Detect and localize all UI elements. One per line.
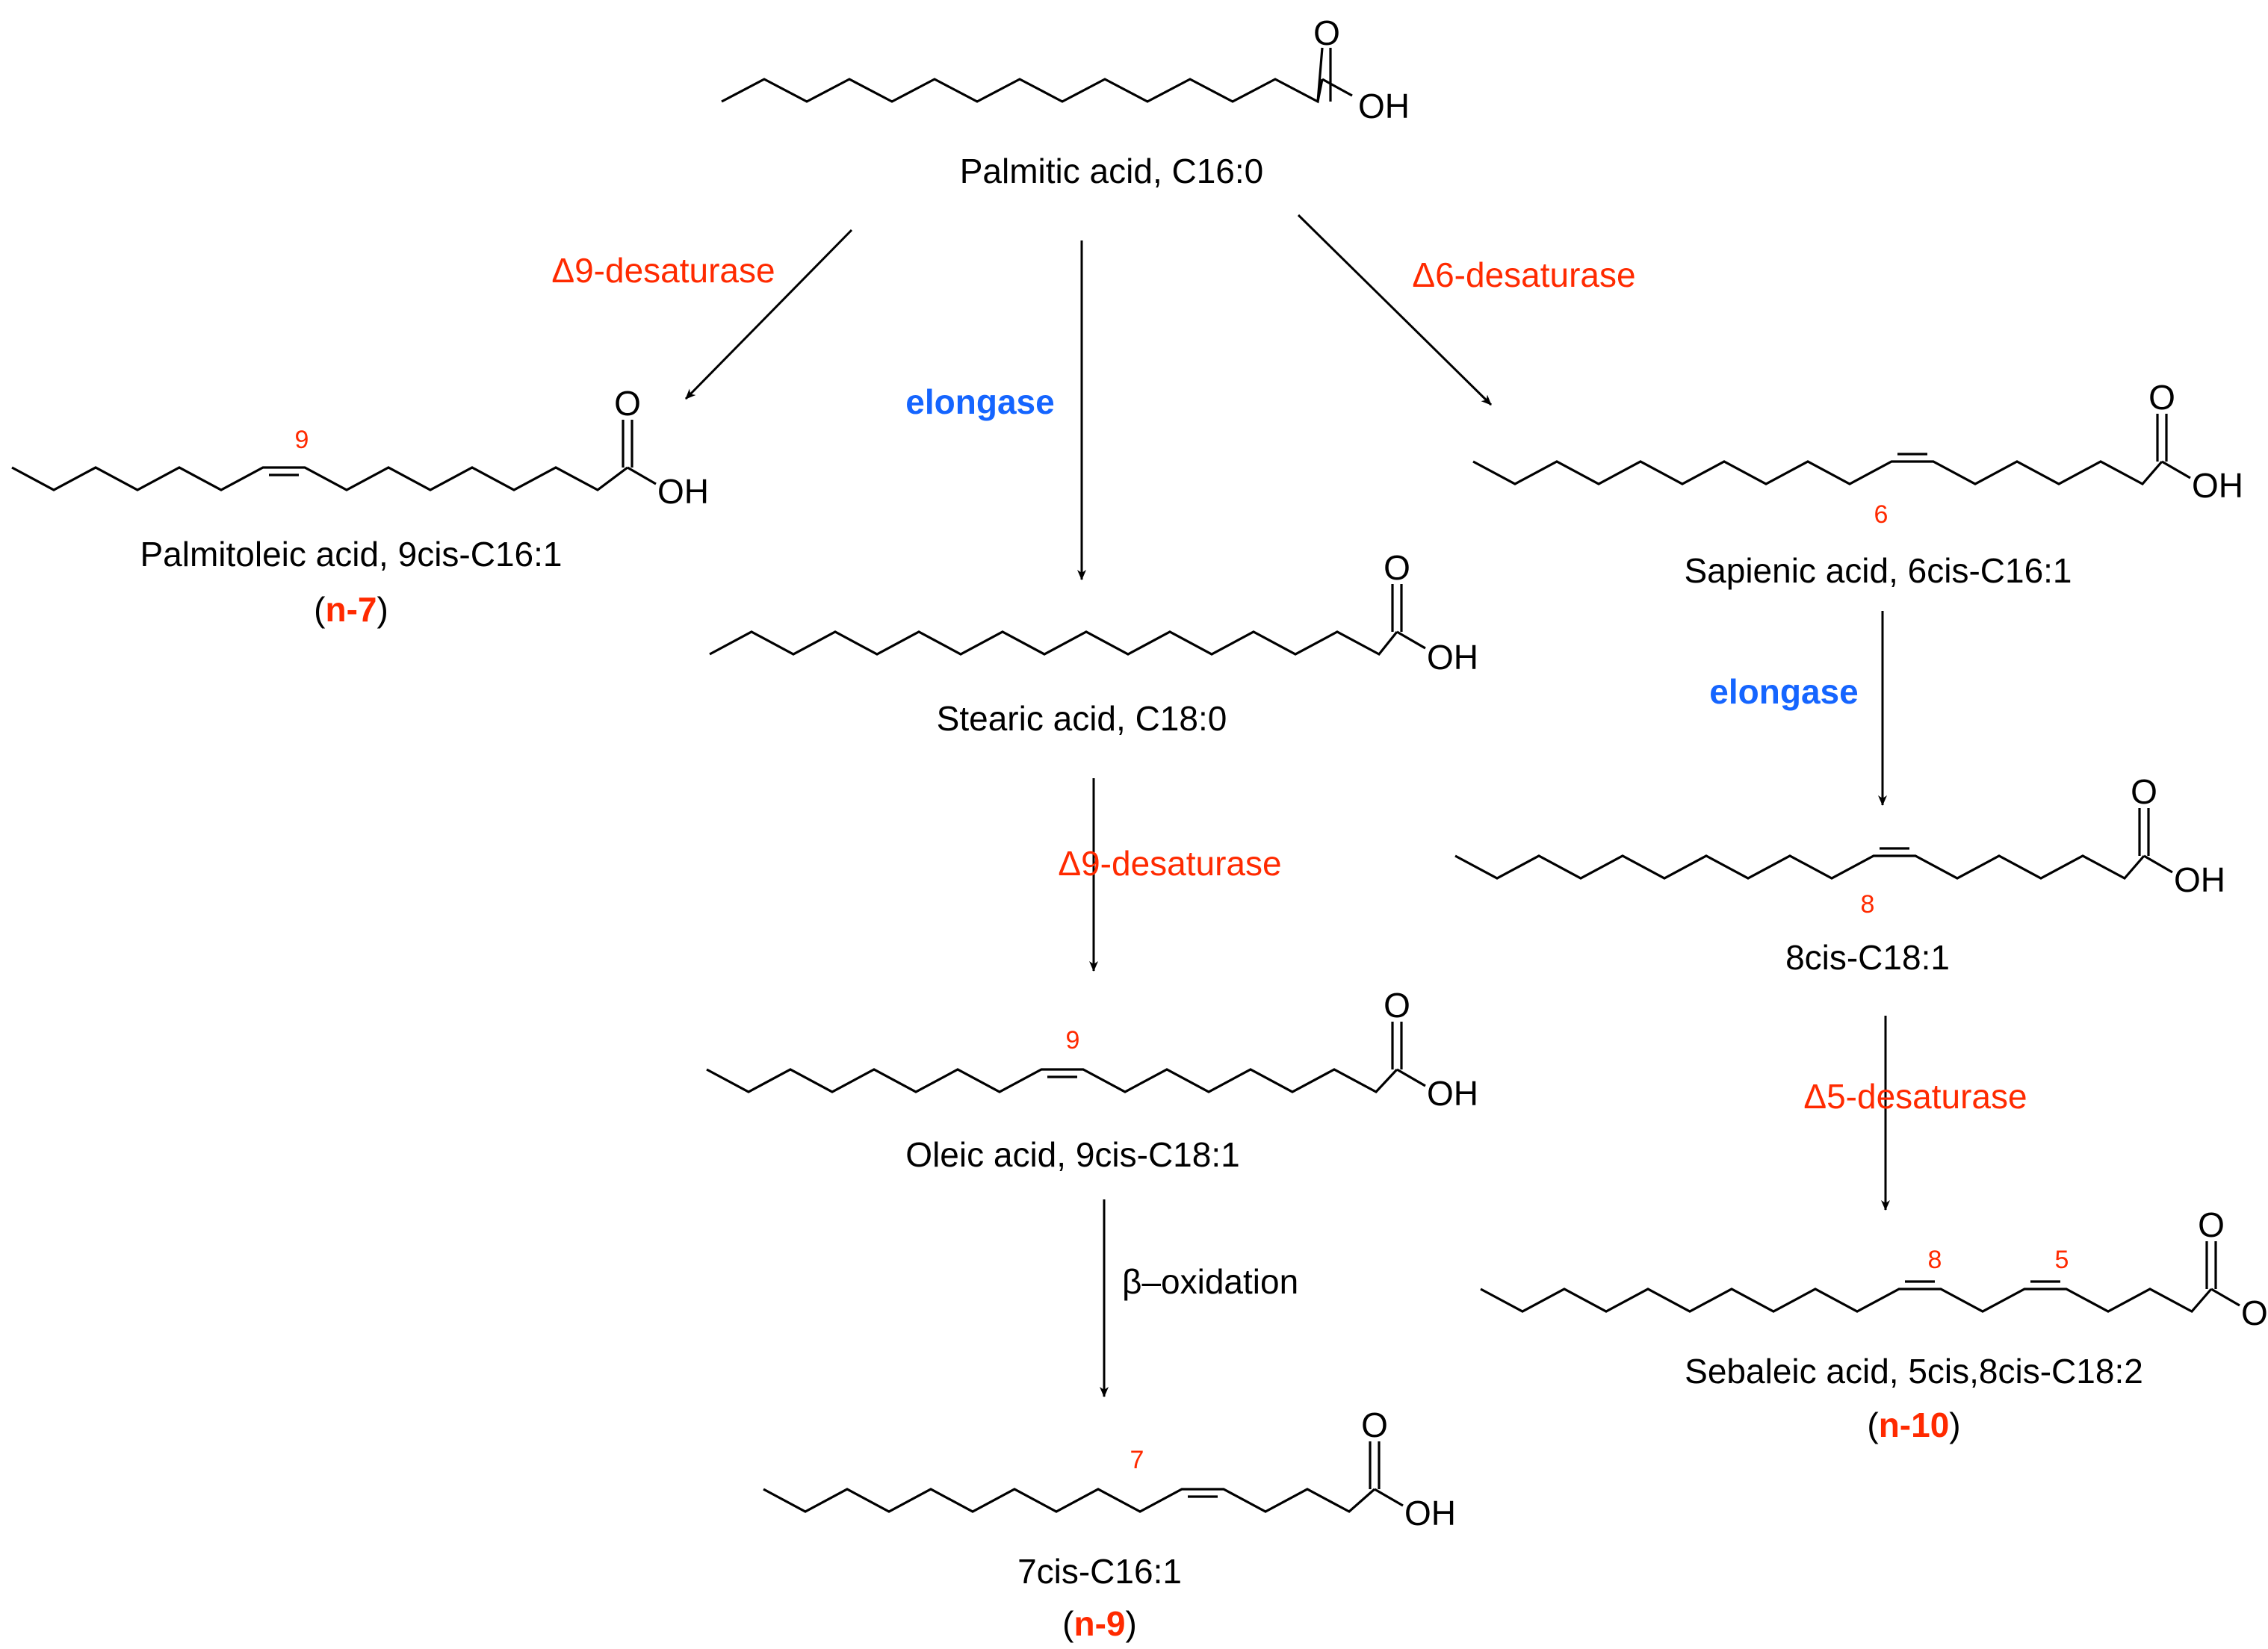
palmitoleic-acid-structure: O OH 9	[11, 384, 709, 511]
palmitoleic-omega-label: (n-7)	[314, 590, 388, 629]
arrow-palmitic-to-palmitoleic	[684, 229, 853, 400]
elongase-right-label: elongase	[1709, 672, 1858, 711]
c16-7cis-label: 7cis-C16:1	[1017, 1552, 1182, 1591]
sapienic-position-6: 6	[1874, 500, 1889, 529]
stearic-oxygen: O	[1384, 548, 1410, 587]
palmitoleic-oxygen: O	[614, 384, 641, 423]
oleic-position-9: 9	[1066, 1026, 1080, 1055]
sebaleic-omega-value: n-10	[1879, 1406, 1950, 1444]
palmitic-hydroxyl: OH	[1358, 87, 1410, 125]
palmitoleic-position-9: 9	[295, 426, 309, 454]
stearic-acid-label: Stearic acid, C18:0	[937, 699, 1227, 738]
c16-7cis-position-7: 7	[1130, 1446, 1144, 1474]
sebaleic-position-8: 8	[1928, 1246, 1942, 1274]
c18-8cis-structure: O OH 8	[1454, 772, 2225, 919]
delta5-desaturase-label: Δ5-desaturase	[1803, 1077, 2027, 1116]
c18-8cis-label: 8cis-C18:1	[1785, 938, 1950, 977]
c18-8cis-position-8: 8	[1861, 890, 1875, 919]
delta6-desaturase-label: Δ6-desaturase	[1412, 255, 1635, 294]
arrow-palmitic-to-sapienic	[1297, 214, 1493, 406]
c16-7cis-oxygen: O	[1361, 1406, 1388, 1444]
c16-7cis-omega-label: (n-9)	[1062, 1604, 1137, 1643]
sebaleic-acid-label: Sebaleic acid, 5cis,8cis-C18:2	[1685, 1352, 2143, 1391]
delta9-desaturase-left-label: Δ9-desaturase	[551, 251, 775, 290]
palmitic-oxygen: O	[1313, 13, 1340, 52]
sapienic-hydroxyl: OH	[2192, 466, 2243, 505]
c18-8cis-hydroxyl: OH	[2174, 860, 2225, 899]
palmitoleic-hydroxyl: OH	[657, 472, 709, 511]
c18-8cis-oxygen: O	[2131, 772, 2157, 811]
sebaleic-acid-structure: O OH 8 5	[1480, 1205, 2268, 1332]
sapienic-acid-structure: O OH 6	[1472, 378, 2243, 529]
sebaleic-hydroxyl: OH	[2241, 1294, 2268, 1332]
elongase-center-label: elongase	[905, 382, 1054, 421]
palmitic-acid-structure: O OH	[721, 13, 1410, 125]
stearic-acid-structure: O OH	[709, 548, 1478, 677]
c16-7cis-hydroxyl: OH	[1404, 1494, 1456, 1532]
palmitoleic-acid-label: Palmitoleic acid, 9cis-C16:1	[140, 535, 562, 574]
oleic-acid-structure: O OH 9	[706, 986, 1478, 1113]
oleic-hydroxyl: OH	[1427, 1074, 1478, 1113]
c16-7cis-omega-value: n-9	[1074, 1604, 1126, 1643]
oleic-acid-label: Oleic acid, 9cis-C18:1	[905, 1135, 1239, 1174]
sebaleic-oxygen: O	[2198, 1205, 2225, 1244]
oleic-oxygen: O	[1384, 986, 1410, 1025]
sapienic-acid-label: Sapienic acid, 6cis-C16:1	[1684, 551, 2072, 590]
sebaleic-omega-label: (n-10)	[1867, 1406, 1960, 1444]
palmitoleic-omega-value: n-7	[326, 590, 377, 629]
beta-oxidation-label: β–oxidation	[1122, 1262, 1298, 1301]
sapienic-oxygen: O	[2148, 378, 2175, 417]
delta9-desaturase-center-label: Δ9-desaturase	[1058, 844, 1281, 883]
palmitic-acid-label: Palmitic acid, C16:0	[960, 152, 1264, 190]
stearic-hydroxyl: OH	[1427, 638, 1478, 677]
sebaleic-position-5: 5	[2055, 1246, 2069, 1274]
c16-7cis-structure: O OH 7	[763, 1406, 1456, 1532]
